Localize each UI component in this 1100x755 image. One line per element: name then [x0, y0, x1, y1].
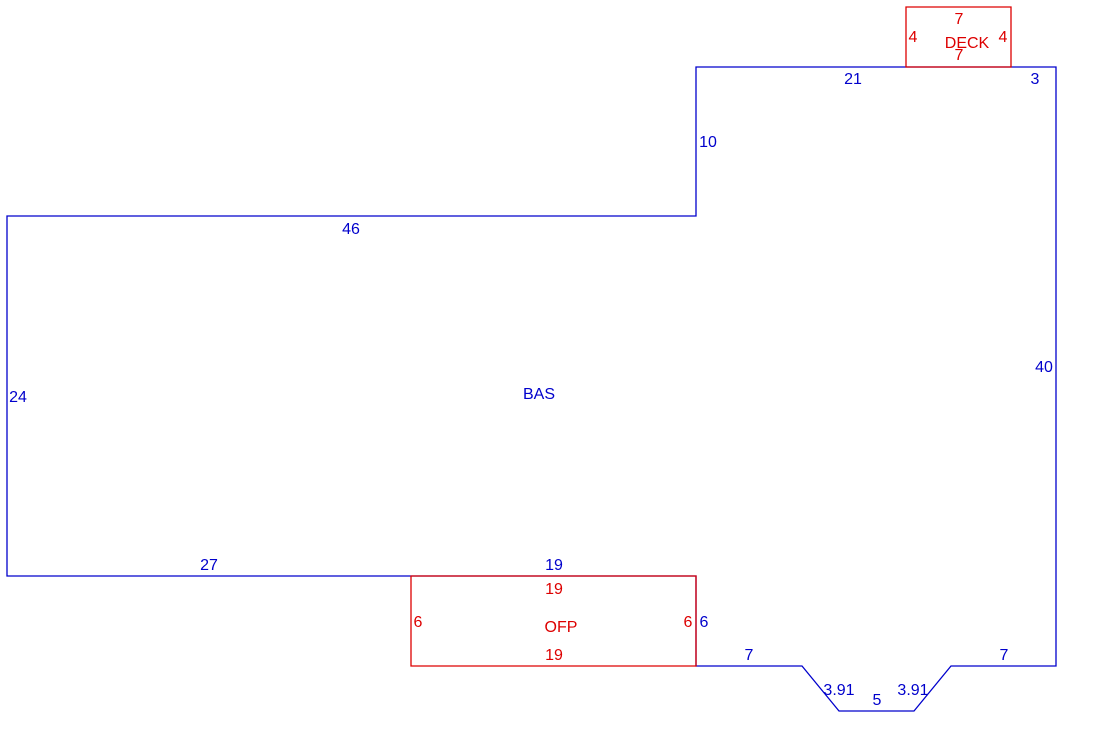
deck-dim-bottom: 7 — [955, 47, 964, 64]
deck-dim-right: 4 — [999, 29, 1008, 46]
main-dim-right: 40 — [1035, 359, 1053, 376]
deck-outline — [905, 6, 1012, 68]
deck-dim-left: 4 — [909, 29, 918, 46]
main-area-label: BAS — [523, 386, 555, 403]
main-dim-top-corner: 3 — [1031, 71, 1040, 88]
deck-dim-top: 7 — [955, 11, 964, 28]
main-dim-left: 24 — [9, 389, 27, 406]
porch-dim-left: 6 — [414, 614, 423, 631]
main-dim-bay-bottom: 5 — [873, 692, 882, 709]
main-dim-bay-left: 3.91 — [823, 682, 854, 699]
main-dim-bottom-left: 27 — [200, 557, 218, 574]
porch-dim-bottom: 19 — [545, 647, 563, 664]
main-dim-bottom-right: 7 — [1000, 647, 1009, 664]
porch-dim-top: 19 — [545, 581, 563, 598]
main-dim-top-left: 46 — [342, 221, 360, 238]
porch-dim-right: 6 — [684, 614, 693, 631]
deck-area-label: DECK — [945, 35, 990, 52]
main-dim-step-vertical: 10 — [699, 134, 717, 151]
porch-area-label: OFP — [545, 619, 578, 636]
main-dim-bay-right: 3.91 — [897, 682, 928, 699]
main-dim-porch-side: 6 — [700, 614, 709, 631]
main-dim-bottom-porch: 19 — [545, 557, 563, 574]
main-dim-bottom-mid-left: 7 — [745, 647, 754, 664]
porch-outline — [410, 575, 697, 667]
main-dim-top-right: 21 — [844, 71, 862, 88]
